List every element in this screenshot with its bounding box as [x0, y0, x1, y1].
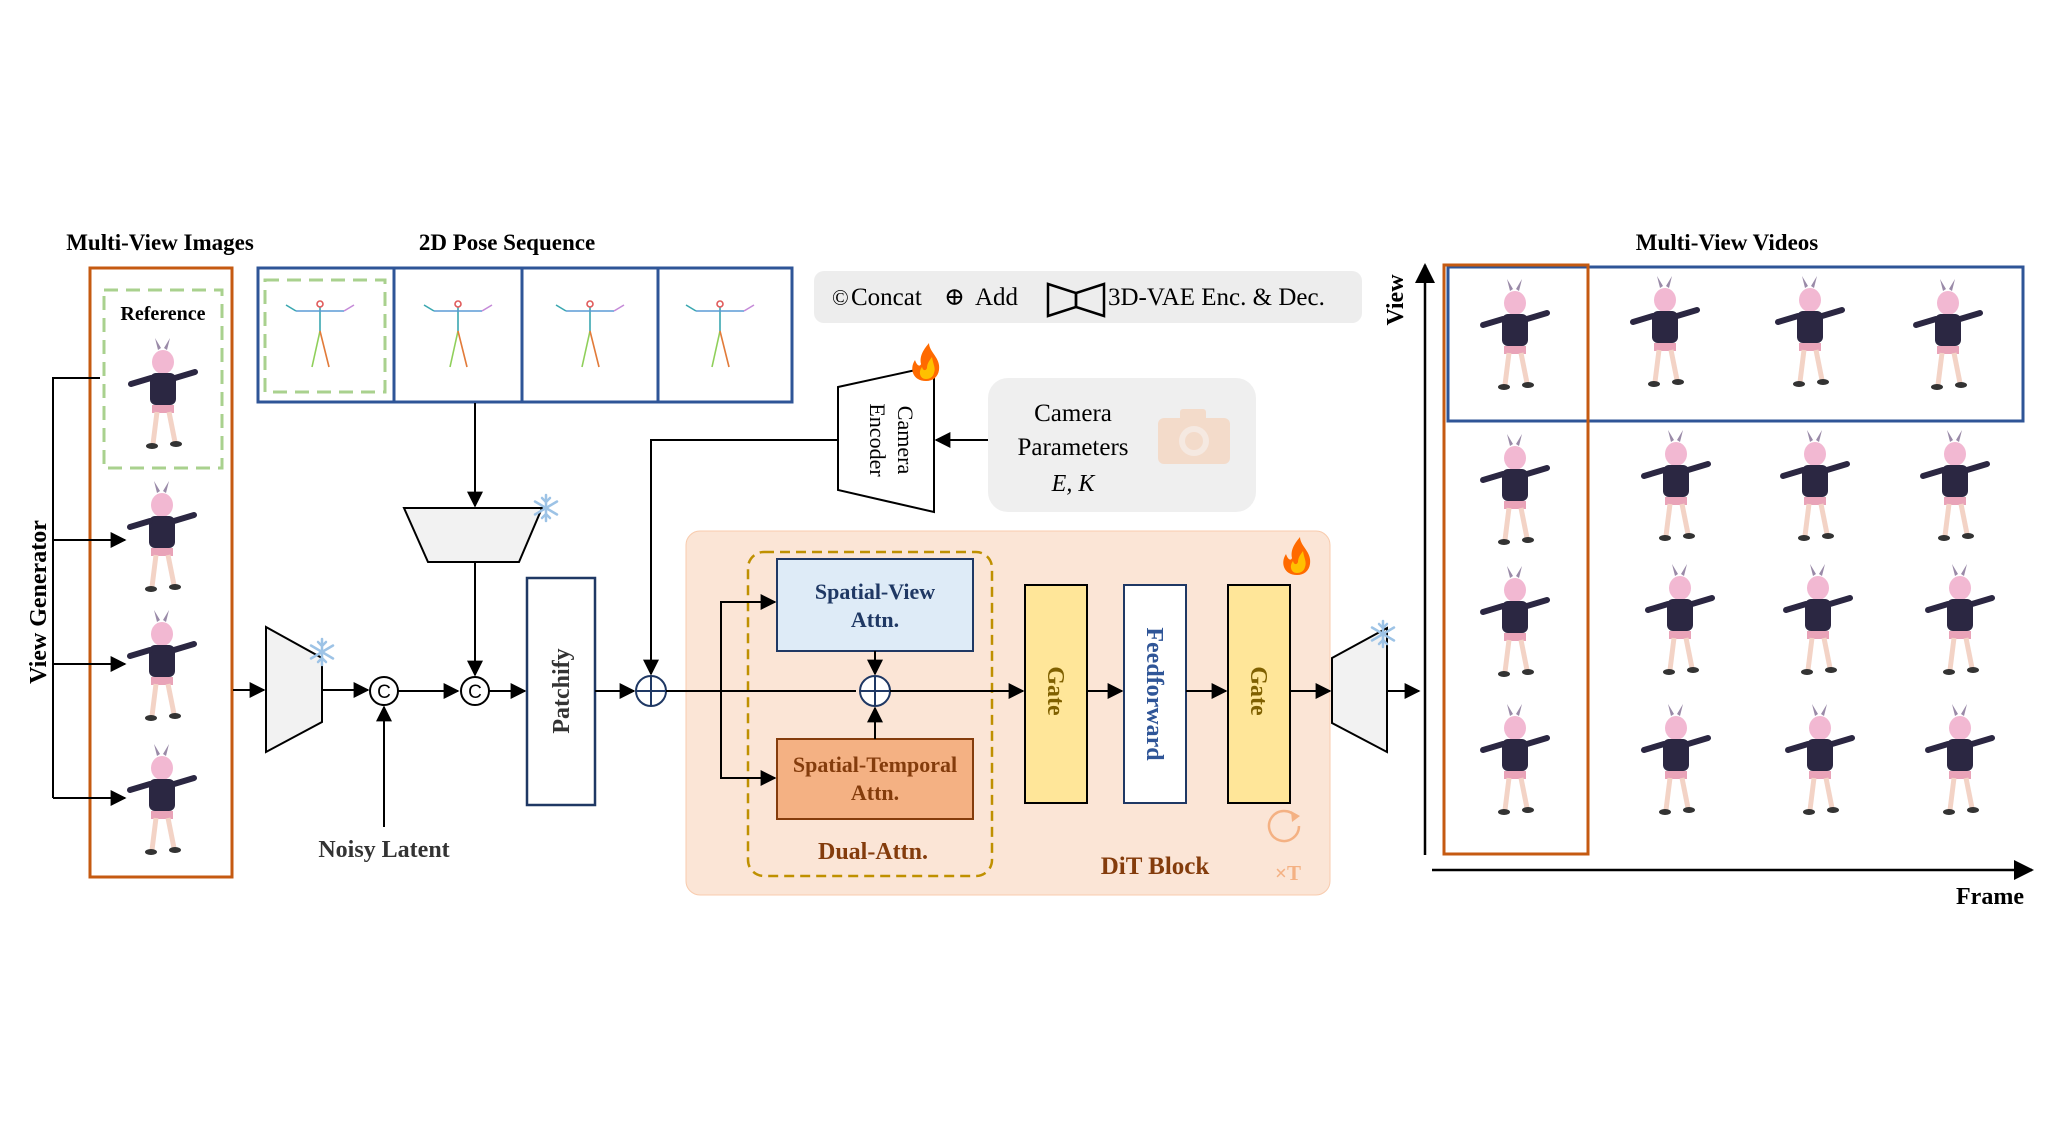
repeat-icon [1267, 809, 1301, 843]
trainable-flame-icon [912, 343, 940, 381]
heading-multi-view-videos: Multi-View Videos [1636, 230, 1819, 255]
gate-block-2 [1227, 584, 1291, 804]
repeat-icon-arrowhead [1291, 811, 1300, 822]
multi-view-images-frame [88, 266, 234, 879]
video-frame-r2-c2 [1644, 430, 1708, 541]
heading-multi-view-images: Multi-View Images [66, 230, 254, 255]
video-frame-r2-c3 [1783, 430, 1847, 541]
reference-label: Reference [120, 303, 205, 325]
dual-attn-label: Dual-Attn. [818, 839, 928, 865]
patchify-block [525, 576, 597, 807]
pose-skeleton-2 [423, 300, 493, 368]
camera-encoder-shape [837, 364, 935, 514]
spatial-view-label-1: Spatial-View [815, 579, 935, 604]
pose-encoder-shape [402, 507, 544, 563]
legend-concat-symbol: © [832, 285, 849, 310]
spatial-view-label-2: Attn. [851, 607, 899, 632]
view-image-3 [130, 610, 194, 721]
video-frame-r4-c4 [1928, 704, 1992, 815]
camera-params-label-2: Parameters [1017, 434, 1128, 461]
repeat-label: ×T [1275, 861, 1301, 885]
pose-skeleton-3 [555, 300, 625, 368]
video-frame-r1-c3 [1778, 276, 1842, 387]
gate-2-label: Gate [1245, 666, 1271, 716]
video-frame-r3-c4 [1928, 564, 1992, 675]
feedforward-block [1123, 584, 1187, 804]
pose-sequence-frame [256, 266, 794, 404]
concat-node-2-symbol: C [468, 682, 482, 703]
pose-skeleton-4 [685, 300, 755, 368]
camera-icon [1158, 409, 1230, 464]
legend-vae-label: 3D-VAE Enc. & Dec. [1108, 284, 1325, 311]
spatial-temporal-label-1: Spatial-Temporal [793, 752, 957, 777]
dit-block-label: DiT Block [1101, 853, 1210, 880]
video-frame-r3-c2 [1648, 564, 1712, 675]
video-frame-r4-c3 [1788, 704, 1852, 815]
camera-params-label-1: Camera [1034, 400, 1112, 427]
video-frame-r1-c1 [1483, 279, 1547, 390]
noisy-latent-label: Noisy Latent [318, 837, 449, 863]
video-frame-r4-c1 [1483, 704, 1547, 815]
arrow-to-spatial-view [720, 594, 777, 691]
dual-attn-dashed-box [746, 550, 994, 878]
vae-legend-icon [1046, 282, 1106, 318]
feedforward-label: Feedforward [1141, 627, 1167, 761]
legend-add-symbol: ⊕ [944, 284, 965, 311]
legend-box [814, 271, 1362, 323]
camera-encoder-label-2: Encoder [865, 403, 890, 477]
video-frame-r3-c3 [1786, 564, 1850, 675]
vae-encoder-shape [265, 625, 323, 754]
reference-dashed-box [102, 288, 224, 470]
video-frame-r4-c2 [1644, 704, 1708, 815]
legend-add-label: Add [975, 284, 1019, 311]
view-image-4 [130, 744, 194, 855]
video-frame-r2-c4 [1923, 430, 1987, 541]
video-frame-r2-c1 [1483, 434, 1547, 545]
reference-character-image [131, 338, 195, 449]
camera-params-label-3: E, K [1051, 471, 1097, 497]
view-generator-label: View Generator [26, 520, 52, 684]
arrow-to-spatial-temporal [720, 691, 777, 786]
pose-skeleton-1 [285, 300, 355, 368]
frame-axis-label: Frame [1956, 884, 2024, 910]
vae-decoder-shape [1331, 626, 1388, 754]
arrow-camera-to-add [643, 439, 838, 676]
video-frame-r3-c1 [1483, 566, 1547, 677]
camera-encoder-label-1: Camera [893, 406, 918, 475]
patchify-label: Patchify [549, 648, 575, 733]
gate-1-label: Gate [1042, 666, 1068, 716]
video-frame-r1-c2 [1633, 276, 1697, 387]
video-frame-r1-c4 [1916, 279, 1980, 390]
pose-reference-dashed-box [263, 278, 387, 394]
gate-block-1 [1024, 584, 1088, 804]
video-first-view-frame [1446, 265, 2025, 423]
heading-pose-sequence: 2D Pose Sequence [419, 230, 595, 255]
spatial-temporal-label-2: Attn. [851, 780, 899, 805]
spatial-temporal-attn-block [776, 738, 974, 820]
spatial-view-attn-block [776, 558, 974, 652]
view-axis-label: View [1383, 274, 1409, 326]
view-image-2 [130, 481, 194, 592]
concat-node-1-symbol: C [377, 682, 391, 703]
legend-concat-label: Concat [851, 284, 922, 311]
video-first-frame-column [1442, 263, 1590, 856]
view-generator-bracket [52, 377, 100, 798]
